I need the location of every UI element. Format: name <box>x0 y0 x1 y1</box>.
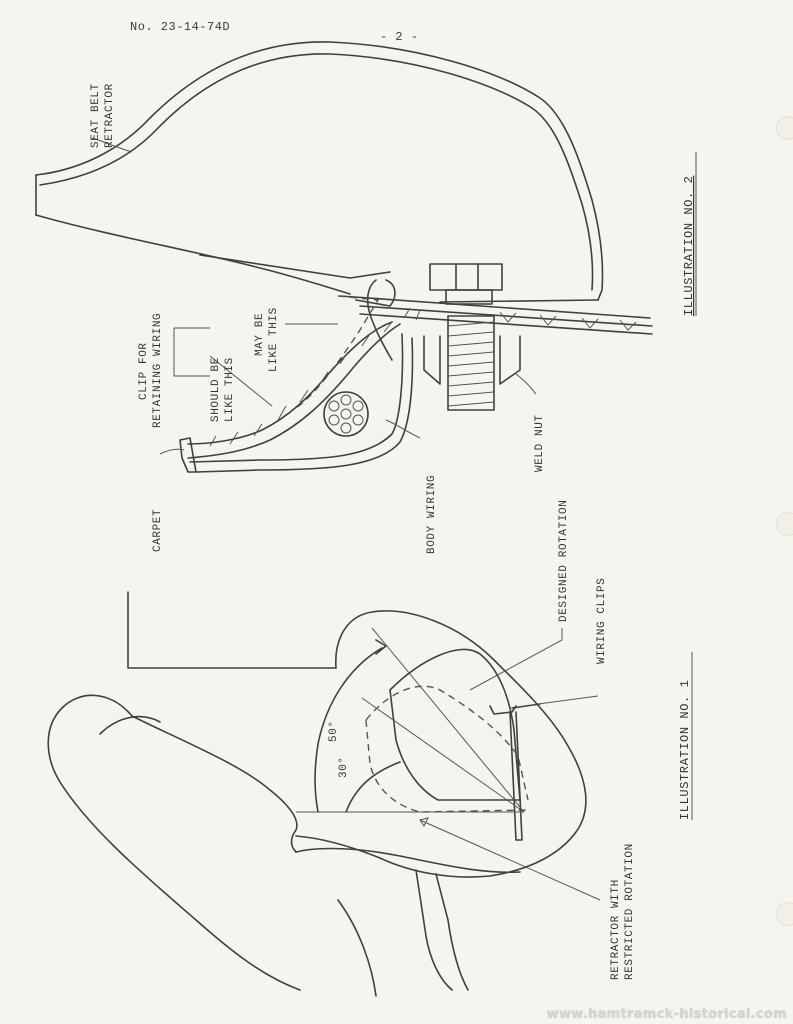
illustration-2-title: ILLUSTRATION NO. 2 <box>682 176 696 316</box>
watermark: www.hamtramck-historical.com <box>546 1007 787 1022</box>
illustration-1-drawing <box>47 591 601 997</box>
illustration-2-drawing <box>35 41 653 473</box>
illustration-1-title: ILLUSTRATION NO. 1 <box>678 680 692 820</box>
wiring-clips-label: WIRING CLIPS <box>596 578 608 664</box>
seat-belt-label-line-1: SEAT BELT <box>90 83 102 148</box>
designed-rotation-label: DESIGNED ROTATION <box>558 500 570 622</box>
page-number: - 2 - <box>380 30 419 44</box>
carpet-label: CARPET <box>152 509 164 552</box>
should-be-label-line-2: LIKE THIS <box>224 357 236 422</box>
weld-nut-label: WELD NUT <box>534 414 546 472</box>
body-wiring-label: BODY WIRING <box>426 475 438 554</box>
retractor-label-line-2: RESTRICTED ROTATION <box>624 843 636 980</box>
punch-hole-bottom <box>776 902 793 926</box>
may-be-label-line-2: LIKE THIS <box>268 307 280 372</box>
retractor-label-line-1: RETRACTOR WITH <box>610 879 622 980</box>
may-be-label-line-1: MAY BE <box>254 313 266 356</box>
should-be-label-line-1: SHOULD BE <box>210 357 222 422</box>
document-number: No. 23-14-74D <box>130 20 231 34</box>
punch-hole-middle <box>776 512 793 536</box>
seat-belt-label-line-2: RETRACTOR <box>104 83 116 148</box>
clip-label-line-2: RETAINING WIRING <box>152 313 164 428</box>
body-wiring-bundle <box>323 391 369 437</box>
punch-hole-top <box>776 116 793 140</box>
angle-50-label: 50° <box>328 720 340 742</box>
angle-30-label: 30° <box>338 756 350 778</box>
clip-label-line-1: CLIP FOR <box>138 342 150 400</box>
